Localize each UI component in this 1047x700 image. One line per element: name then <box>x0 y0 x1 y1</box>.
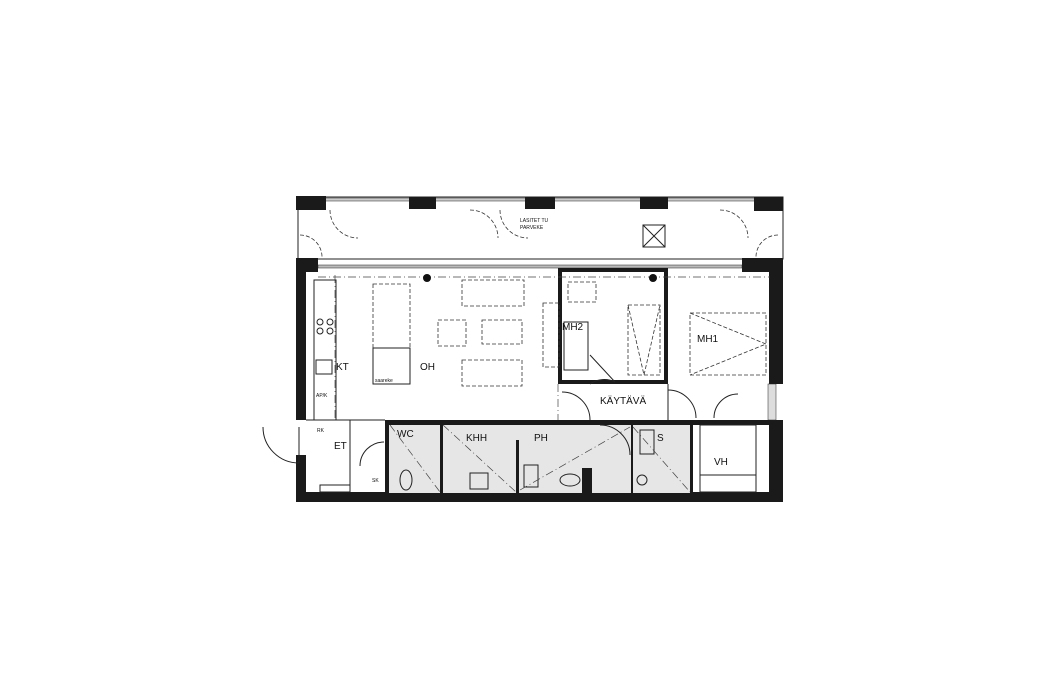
room-label-khh: KHH <box>466 433 487 444</box>
room-labels: MH2 MH1 KT OH KÄYTÄVÄ ET WC KHH PH S VH <box>334 322 728 468</box>
balcony-label-line1: LASITET TU <box>520 218 549 224</box>
kitchen: saareke AP/K RK SK <box>313 274 657 493</box>
wet-rooms <box>385 420 772 495</box>
room-label-kaytava: KÄYTÄVÄ <box>600 395 646 407</box>
rk-label: RK <box>317 428 325 434</box>
appliance-label: AP/K <box>316 393 328 399</box>
room-label-oh: OH <box>420 362 435 373</box>
room-label-vh: VH <box>714 457 728 468</box>
room-label-et: ET <box>334 441 347 452</box>
exterior-walls <box>262 258 783 502</box>
furniture <box>437 279 768 493</box>
interior-walls <box>306 268 770 492</box>
room-label-wc: WC <box>397 429 414 440</box>
room-label-kt: KT <box>336 362 349 373</box>
balcony: LASITET TU PARVEKE <box>296 196 784 260</box>
room-label-mh2: MH2 <box>562 322 584 333</box>
room-label-ph: PH <box>534 433 548 444</box>
room-label-s: S <box>657 433 664 444</box>
sk-label: SK <box>372 478 379 484</box>
island-label: saareke <box>375 378 393 384</box>
balcony-label-line2: PARVEKE <box>520 225 544 231</box>
room-label-mh1: MH1 <box>697 334 719 345</box>
